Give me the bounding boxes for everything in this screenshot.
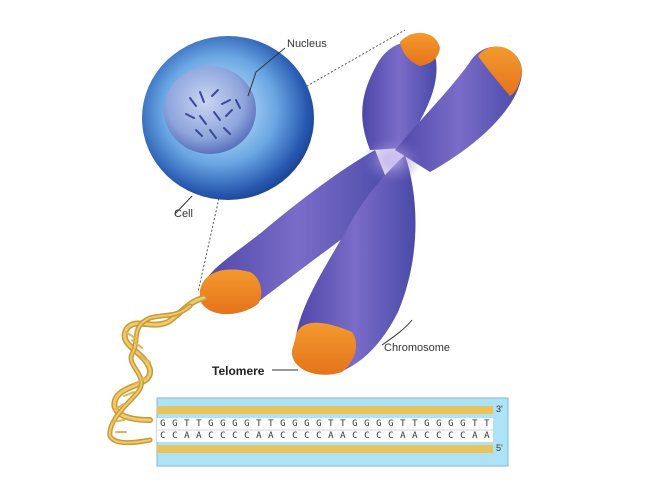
base-letter: A: [328, 431, 334, 441]
nucleus-label: Nucleus: [287, 38, 327, 50]
base-letter: G: [244, 419, 250, 429]
base-letter: G: [436, 419, 442, 429]
base-letter: C: [232, 431, 238, 441]
chromosome-label: Chromosome: [384, 342, 451, 354]
leader-lines: [174, 47, 413, 371]
base-letter: A: [400, 431, 406, 441]
base-letter: C: [460, 431, 466, 441]
base-letter: T: [196, 419, 202, 429]
base-letter: C: [316, 431, 322, 441]
base-letter: G: [316, 419, 322, 429]
base-letter: C: [304, 431, 310, 441]
base-letter: A: [196, 431, 202, 441]
base-letter: C: [220, 431, 226, 441]
base-letter: G: [388, 419, 394, 429]
base-letter: G: [352, 419, 358, 429]
dna-helix: [107, 295, 207, 446]
base-letter: T: [268, 419, 274, 429]
base-letter: G: [280, 419, 286, 429]
base-letter: G: [424, 419, 430, 429]
base-letter: A: [268, 431, 274, 441]
base-letter: T: [412, 419, 418, 429]
base-letter: G: [232, 419, 238, 429]
base-letter: T: [400, 419, 406, 429]
base-letter: C: [292, 431, 298, 441]
nucleus-chromosomes: [185, 89, 241, 139]
base-letter: G: [304, 419, 310, 429]
base-letter: C: [388, 431, 394, 441]
base-letter: C: [364, 431, 370, 441]
base-letter: G: [376, 419, 382, 429]
base-letter: A: [340, 431, 346, 441]
base-letter: G: [292, 419, 298, 429]
base-letter: C: [352, 431, 358, 441]
base-letter: G: [364, 419, 370, 429]
base-letter: G: [460, 419, 466, 429]
base-letter: G: [208, 419, 214, 429]
telomere-cap: [478, 46, 522, 96]
base-letter: C: [436, 431, 442, 441]
three-prime-label: 3': [496, 404, 503, 414]
base-letter: C: [208, 431, 214, 441]
base-letter: A: [184, 431, 190, 441]
nucleus: [164, 66, 256, 154]
telomere-cap: [200, 269, 262, 315]
base-letter: T: [184, 419, 190, 429]
base-letter: C: [424, 431, 430, 441]
base-letter: G: [220, 419, 226, 429]
chromosome: [200, 32, 522, 375]
base-letter: A: [484, 431, 490, 441]
base-letter: G: [160, 419, 166, 429]
base-letter: C: [172, 431, 178, 441]
base-letter: T: [256, 419, 262, 429]
base-letter: A: [256, 431, 262, 441]
base-letter: T: [340, 419, 346, 429]
base-letter: G: [448, 419, 454, 429]
base-letter: T: [328, 419, 334, 429]
base-letter: A: [412, 431, 418, 441]
base-letter: A: [472, 431, 478, 441]
base-letter: C: [244, 431, 250, 441]
sequence-panel: [156, 397, 509, 467]
cell-label: Cell: [174, 208, 193, 220]
base-letter: G: [172, 419, 178, 429]
five-prime-label: 5': [496, 443, 503, 453]
telomere-label: Telomere: [212, 364, 265, 378]
base-letter: C: [280, 431, 286, 441]
telomere-cap: [400, 32, 440, 66]
base-letter: C: [376, 431, 382, 441]
telomere-cap: [291, 322, 357, 375]
base-letter: T: [472, 419, 478, 429]
base-letter: C: [448, 431, 454, 441]
cell: [142, 36, 314, 200]
base-letter: T: [484, 419, 490, 429]
base-letter: C: [160, 431, 166, 441]
